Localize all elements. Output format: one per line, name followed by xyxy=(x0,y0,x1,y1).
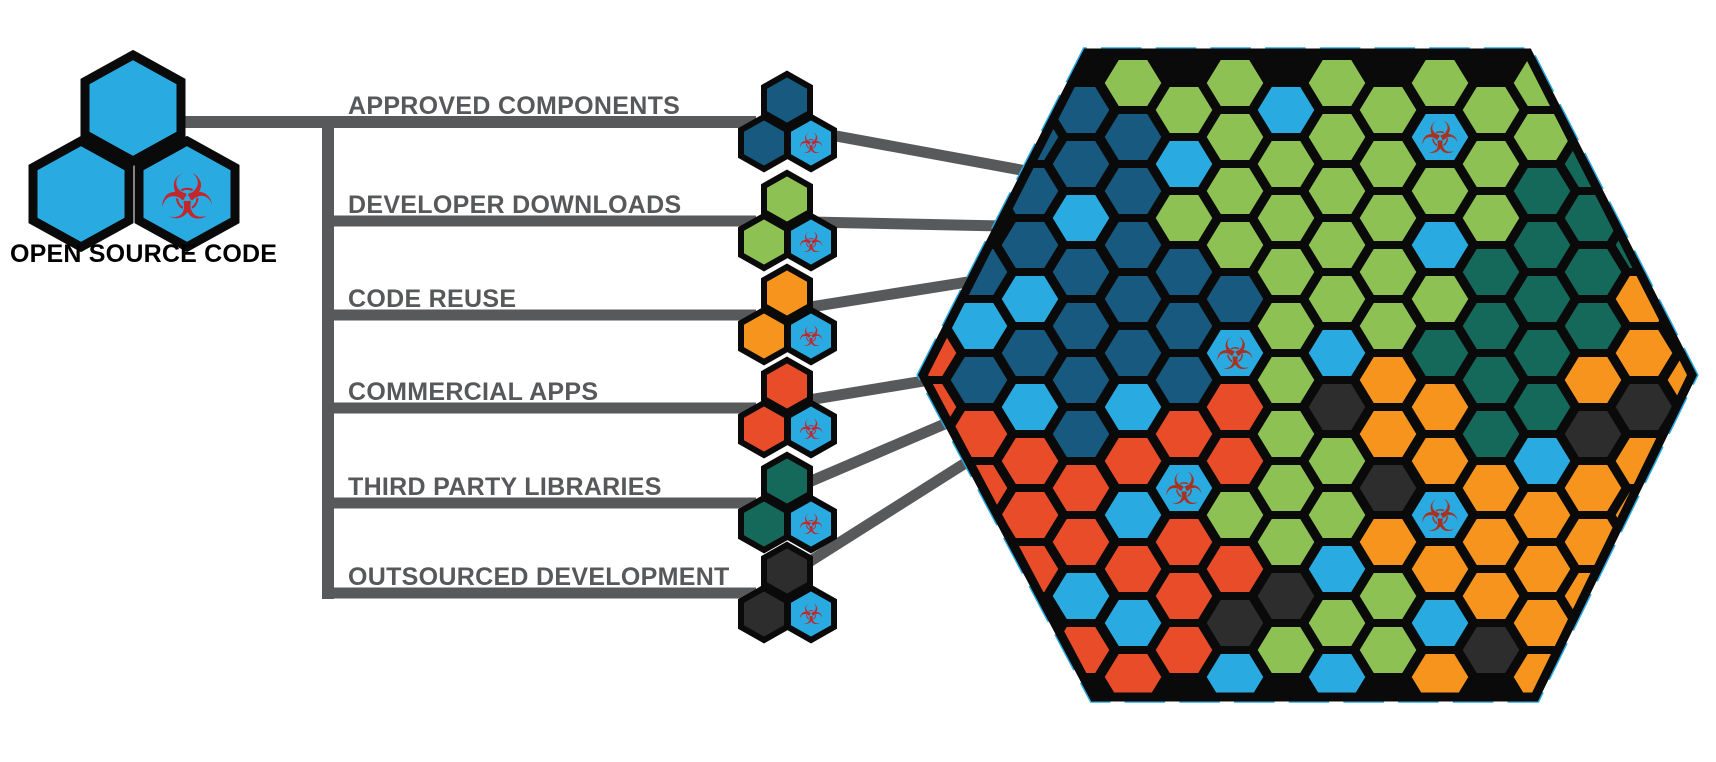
mosaic-cell xyxy=(1606,538,1682,600)
mosaic-cell xyxy=(941,565,1017,627)
mosaic-outline xyxy=(917,48,1698,702)
logo-title: OPEN SOURCE CODE xyxy=(10,240,278,268)
mosaic-cell xyxy=(923,538,966,600)
icon-hex-top xyxy=(761,263,813,323)
mosaic-cell xyxy=(941,79,1017,141)
icon-hex-top xyxy=(761,451,813,511)
legend-icon-commercial-apps: ☣ xyxy=(738,356,837,459)
mosaic-cell xyxy=(1658,619,1692,681)
mosaic-cell xyxy=(1658,133,1692,195)
icon-hex-top xyxy=(761,356,813,416)
mosaic-cell xyxy=(1606,106,1682,168)
icon-hex-biohazard xyxy=(785,494,837,554)
biohazard-cell-icon: ☣ xyxy=(1164,464,1203,515)
icon-hex-bottom-left xyxy=(738,113,790,173)
icon-hex-bottom-left xyxy=(738,399,790,459)
icon-hex-bottom-left xyxy=(738,212,790,272)
label-commercial-apps: COMMERCIAL APPS xyxy=(348,378,599,406)
mosaic-cell xyxy=(1606,53,1682,114)
mosaic-cell xyxy=(1658,79,1692,141)
legend-icon-approved-components: ☣ xyxy=(738,70,837,173)
mosaic-cell xyxy=(1658,457,1692,519)
legend-icon-outsourced-development: ☣ xyxy=(738,541,837,644)
mosaic-cell xyxy=(992,53,1068,114)
mosaic-cell xyxy=(923,53,966,114)
logo-hex-bottom-left xyxy=(28,135,134,253)
mosaic-cell xyxy=(1606,160,1682,222)
icon-hex-biohazard xyxy=(785,584,837,644)
biohazard-cell-icon: ☣ xyxy=(1420,491,1459,542)
open-source-code-logo: ☣ xyxy=(28,49,240,253)
mosaic-cell xyxy=(1658,511,1692,573)
logo-hex-top xyxy=(80,49,186,167)
legend-icon-code-reuse: ☣ xyxy=(738,263,837,366)
hex-mosaic: ☣ ☣ ☣ ☣ xyxy=(923,53,1692,697)
biohazard-cell-icon: ☣ xyxy=(1215,329,1254,380)
mosaic-cell xyxy=(923,646,966,697)
icon-hex-biohazard xyxy=(785,212,837,272)
mosaic-cell xyxy=(992,646,1068,697)
mosaic-cell xyxy=(1658,187,1692,249)
label-approved-components: APPROVED COMPONENTS xyxy=(348,92,681,120)
icon-hex-bottom-left xyxy=(738,494,790,554)
icon-hex-biohazard xyxy=(785,113,837,173)
connector-lines xyxy=(160,116,1033,599)
mosaic-cell xyxy=(941,619,1017,681)
icon-hex-biohazard xyxy=(785,306,837,366)
legend-icon-developer-downloads: ☣ xyxy=(738,169,837,272)
biohazard-cell-icon: ☣ xyxy=(1420,113,1459,164)
icon-hex-top xyxy=(761,70,813,130)
mosaic-cell xyxy=(923,160,966,222)
mosaic-cell xyxy=(1658,565,1692,627)
biohazard-icon: ☣ xyxy=(798,508,823,541)
biohazard-icon: ☣ xyxy=(798,127,823,160)
icon-hex-top xyxy=(761,541,813,601)
icon-hex-top xyxy=(761,169,813,229)
biohazard-icon: ☣ xyxy=(798,226,823,259)
icon-hex-bottom-left xyxy=(738,306,790,366)
label-developer-downloads: DEVELOPER DOWNLOADS xyxy=(348,191,682,219)
label-outsourced-development: OUTSOURCED DEVELOPMENT xyxy=(348,563,730,591)
biohazard-icon: ☣ xyxy=(798,413,823,446)
biohazard-icon: ☣ xyxy=(798,598,823,631)
mosaic-cell xyxy=(1606,592,1682,654)
legend-icon-third-party-libraries: ☣ xyxy=(738,451,837,554)
mosaic-cell xyxy=(1658,241,1692,303)
icon-hex-biohazard xyxy=(785,399,837,459)
label-third-party-libraries: THIRD PARTY LIBRARIES xyxy=(348,473,662,501)
label-code-reuse: CODE REUSE xyxy=(348,285,517,313)
logo-hex-biohazard xyxy=(134,135,240,253)
icon-hex-bottom-left xyxy=(738,584,790,644)
mosaic-cell xyxy=(1606,646,1682,697)
biohazard-icon: ☣ xyxy=(798,320,823,353)
logo-biohazard-icon: ☣ xyxy=(159,160,215,233)
mosaic-cell xyxy=(923,592,966,654)
